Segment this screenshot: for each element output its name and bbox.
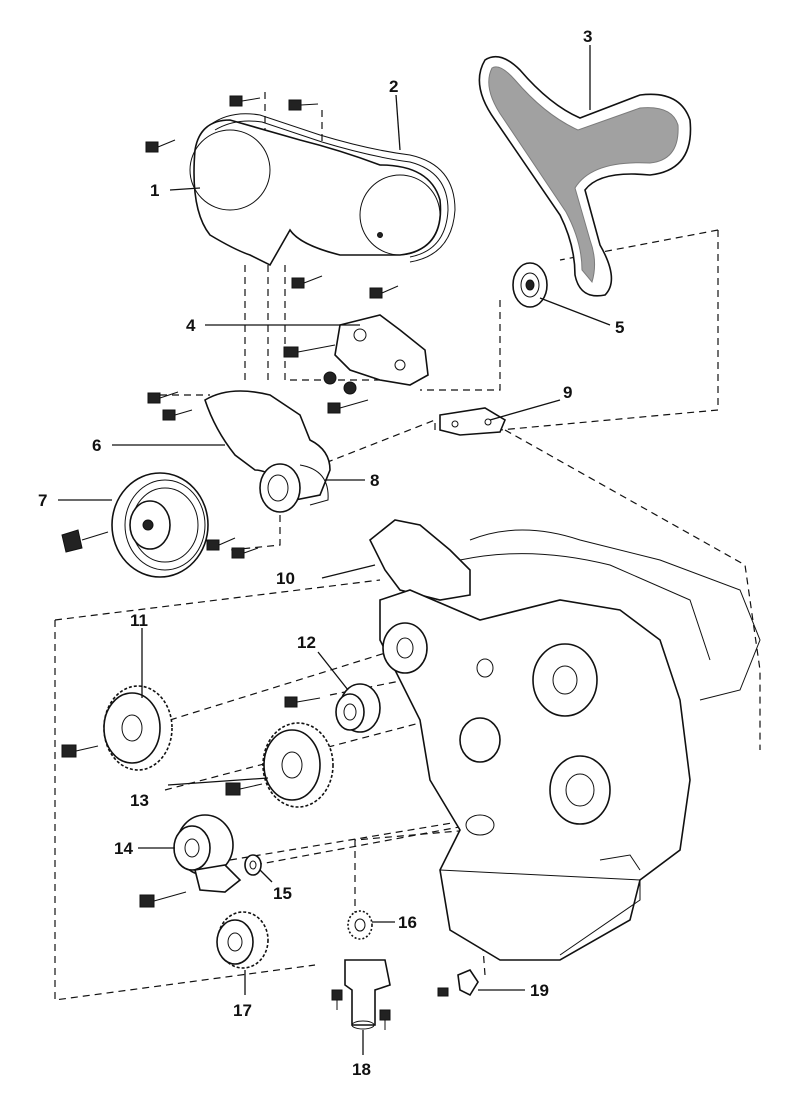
bolt-icon: [206, 537, 236, 551]
callout-4: 4: [186, 316, 196, 335]
leader-lines: [58, 45, 611, 1055]
bolt-icon: [288, 99, 319, 111]
alignment-dashed-lines: [54, 92, 761, 1001]
part-5-pulley-washer: [512, 262, 548, 308]
part-10-engine-mount: [368, 519, 471, 601]
callout-15: 15: [273, 884, 292, 903]
callout-18: 18: [352, 1060, 371, 1079]
part-18-tensioner-damper: [331, 959, 391, 1030]
bolt-icon: [283, 344, 336, 358]
part-8-crank-seal-guide: [259, 463, 329, 513]
nut-icon: [343, 381, 357, 395]
callout-12: 12: [297, 633, 316, 652]
bolt-icon: [147, 391, 179, 404]
callout-9: 9: [563, 383, 572, 402]
bolt-icon: [284, 696, 321, 708]
callout-17: 17: [233, 1001, 252, 1020]
callout-2: 2: [389, 77, 398, 96]
bolt-icon: [61, 529, 109, 553]
callout-1: 1: [150, 181, 159, 200]
callout-19: 19: [530, 981, 549, 1000]
part-15-washer: [244, 854, 262, 876]
cover-bolts: [145, 95, 399, 299]
part-12-idler-pulley: [284, 683, 381, 733]
nut-icon: [323, 371, 337, 385]
callout-8: 8: [370, 471, 379, 490]
bolt-icon: [162, 409, 193, 421]
bolt-icon: [61, 744, 99, 758]
part-1-timing-cover-front: [189, 119, 442, 267]
part-9-small-bracket: [439, 407, 507, 436]
callout-10: 10: [276, 569, 295, 588]
bolt-icon: [231, 547, 259, 559]
bolt-icon: [379, 1009, 391, 1030]
part-11-camshaft-sprocket: [61, 685, 173, 771]
bolt-icon: [327, 399, 369, 414]
part-3-timing-belt: [478, 55, 692, 297]
part-2-timing-cover-rear: [209, 113, 456, 263]
callout-7: 7: [38, 491, 47, 510]
part-14-tensioner-pulley: [139, 814, 242, 908]
engine-block: [379, 529, 761, 961]
part-19-clip: [437, 969, 479, 997]
callout-labels: 1 2 3 4 5 6 7 8 9 10 11 12 13 14 15 16 1…: [38, 27, 624, 1079]
part-4-engine-mount-bracket: [283, 314, 429, 414]
part-7-crankshaft-pulley: [61, 472, 209, 578]
bolt-icon: [229, 95, 261, 107]
callout-6: 6: [92, 436, 101, 455]
callout-3: 3: [583, 27, 592, 46]
callout-11: 11: [130, 611, 148, 630]
callout-16: 16: [398, 913, 417, 932]
bolt-icon: [291, 275, 323, 289]
callout-13: 13: [130, 791, 149, 810]
part-16-small-gear: [347, 910, 373, 940]
part-13-camshaft-sprocket: [225, 722, 334, 808]
part-17-crankshaft-timing-gear: [216, 911, 269, 969]
bolt-icon: [437, 987, 449, 997]
callout-5: 5: [615, 318, 624, 337]
bolt-icon: [331, 989, 343, 1010]
bolt-icon: [145, 139, 176, 153]
callout-14: 14: [114, 839, 133, 858]
bolt-icon: [369, 285, 399, 299]
bolt-icon: [139, 891, 187, 908]
part-6-lower-cover: [147, 390, 331, 559]
bolt-icon: [225, 782, 263, 796]
